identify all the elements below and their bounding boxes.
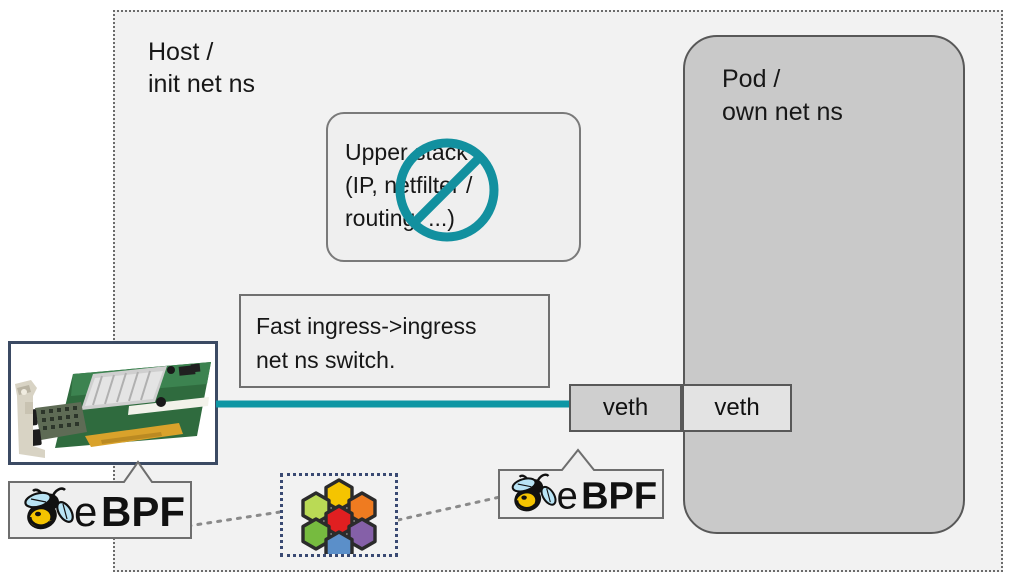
svg-text:e: e xyxy=(74,488,97,534)
veth-pod-box[interactable]: veth xyxy=(682,384,792,432)
svg-text:BPF: BPF xyxy=(101,488,185,534)
svg-text:e: e xyxy=(557,475,578,516)
network-card-icon xyxy=(15,362,211,458)
nic-image-box xyxy=(8,341,218,465)
veth-host-box[interactable]: veth xyxy=(569,384,682,432)
pod-namespace-box xyxy=(683,35,965,534)
hexagon-cluster-box[interactable] xyxy=(280,473,398,557)
ebpf-badge-veth[interactable]: e BPF xyxy=(498,448,664,520)
hexagon-cluster-icon xyxy=(301,478,377,554)
fast-ingress-note-label: Fast ingress->ingress net ns switch. xyxy=(256,313,477,373)
svg-text:BPF: BPF xyxy=(581,475,657,516)
host-label: Host / init net ns xyxy=(148,38,256,98)
pod-label: Pod / own net ns xyxy=(722,65,843,126)
ebpf-logo: e BPF xyxy=(24,487,185,534)
ebpf-logo: e BPF xyxy=(511,473,657,516)
fast-ingress-note-box xyxy=(239,294,550,388)
ebpf-badge-nic[interactable]: e BPF xyxy=(8,460,192,540)
upper-stack-label: Upper stack (IP, netfilter / routing, ..… xyxy=(345,139,473,231)
